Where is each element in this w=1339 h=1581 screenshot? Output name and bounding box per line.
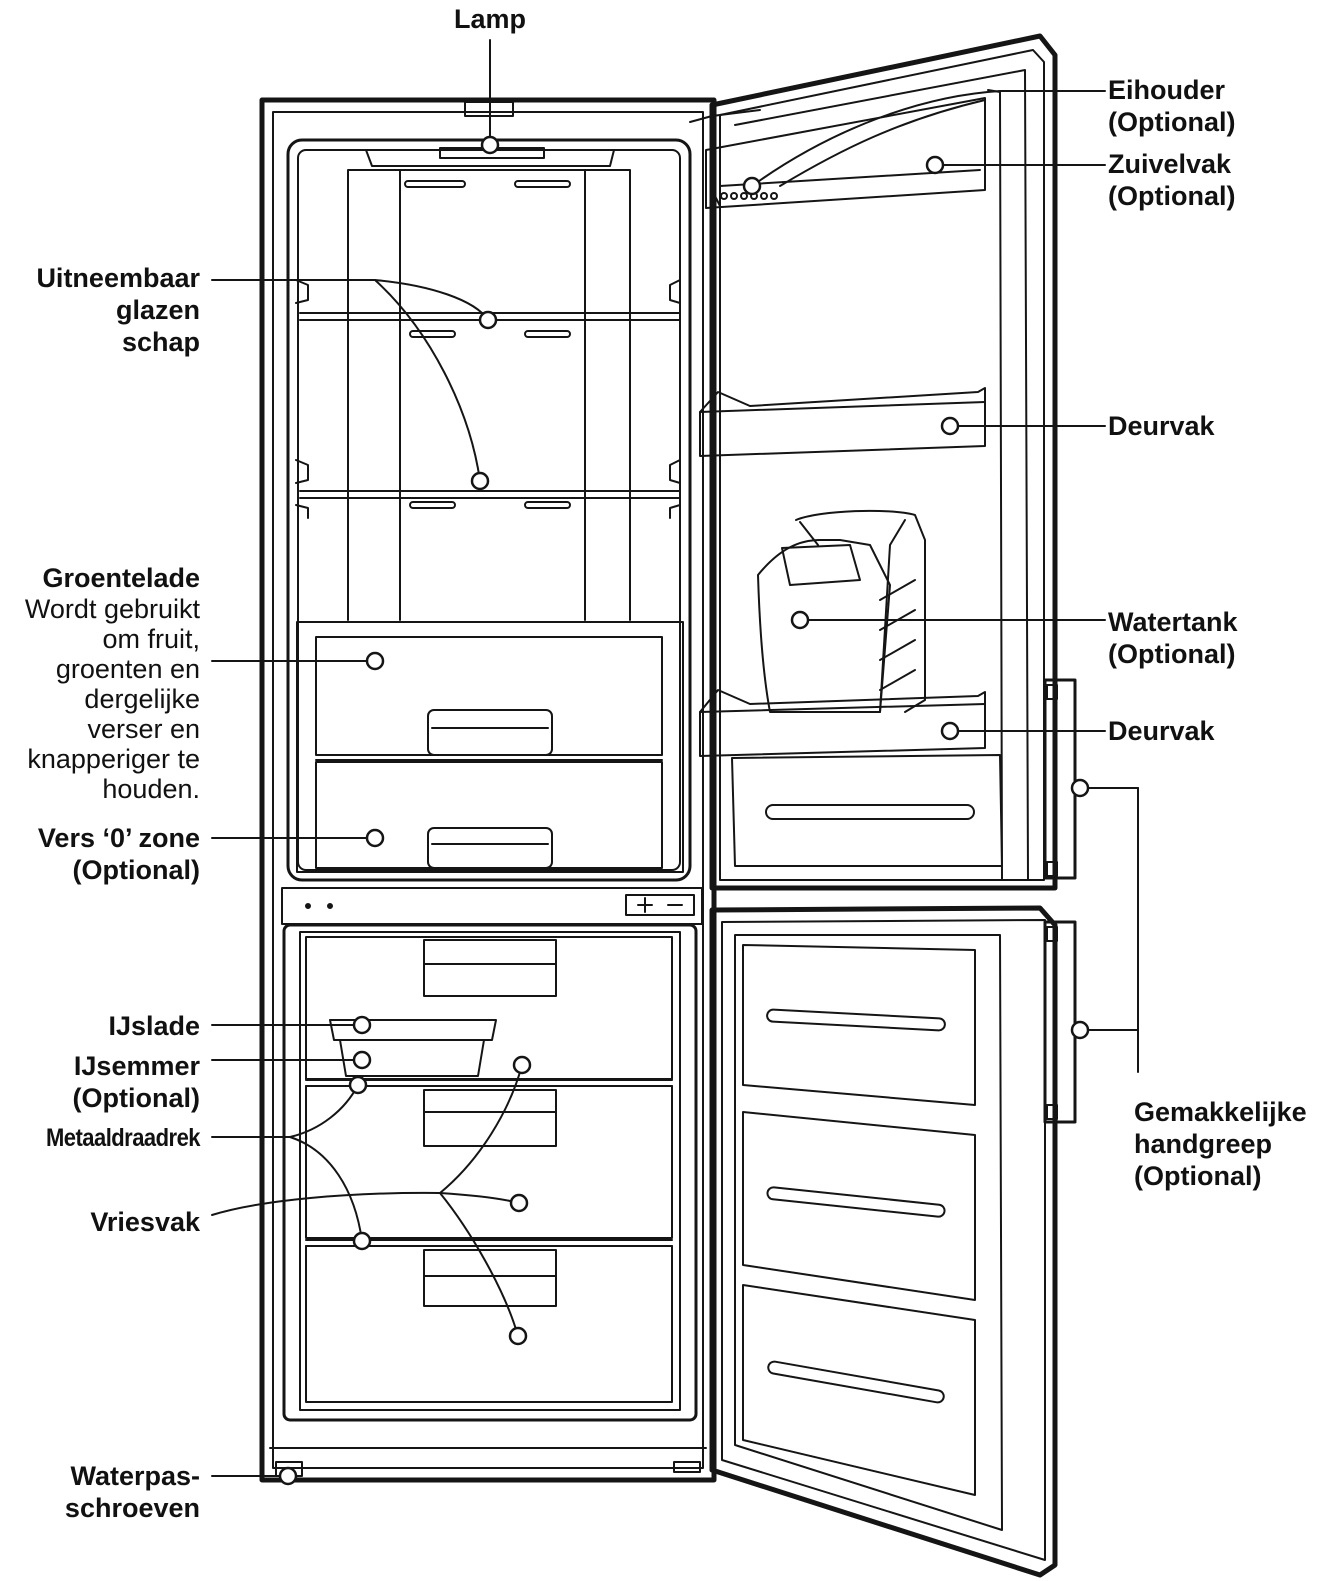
label-glass-shelf-line1: Uitneembaar	[36, 263, 200, 293]
marker-water-tank	[790, 610, 810, 630]
marker-glass-shelf-1	[478, 310, 498, 330]
label-fresh-zone-note: (Optional)	[72, 855, 200, 885]
label-crisper-desc-4: dergelijke	[84, 684, 200, 714]
label-ice-tray-text: IJslade	[108, 1011, 200, 1041]
label-handle-line3: (Optional)	[1134, 1161, 1262, 1191]
label-wire-rack-text: Metaaldraadrek	[45, 1124, 201, 1152]
marker-handle-1	[1070, 778, 1090, 798]
marker-leveling	[278, 1466, 298, 1486]
marker-freezer-2	[509, 1193, 529, 1213]
label-handle-line2: handgreep	[1134, 1129, 1273, 1159]
label-handle: Gemakkelijke handgreep (Optional)	[1134, 1096, 1307, 1192]
marker-freezer-3	[508, 1326, 528, 1346]
label-door-shelf-2-text: Deurvak	[1108, 716, 1215, 746]
label-dairy-title: Zuivelvak	[1108, 149, 1232, 179]
label-egg-holder: Eihouder (Optional)	[1108, 74, 1235, 138]
marker-ice-bucket	[352, 1050, 372, 1070]
label-crisper-desc-1: Wordt gebruikt	[24, 594, 200, 624]
label-wire-rack: Metaaldraadrek	[24, 1122, 201, 1154]
marker-glass-shelf-2	[470, 471, 490, 491]
label-crisper-desc-2: om fruit,	[102, 624, 200, 654]
label-ice-tray: IJslade	[10, 1010, 200, 1042]
label-ice-bucket: IJsemmer (Optional)	[10, 1050, 200, 1114]
marker-ice-tray	[352, 1015, 372, 1035]
label-lamp-text: Lamp	[453, 4, 526, 34]
label-glass-shelf-line2: glazen	[115, 295, 200, 325]
cabinet	[259, 97, 717, 1483]
label-ice-bucket-title: IJsemmer	[73, 1051, 200, 1081]
label-leveling: Waterpas- schroeven	[10, 1460, 200, 1524]
label-handle-line1: Gemakkelijke	[1134, 1097, 1307, 1127]
label-glass-shelf: Uitneembaar glazen schap	[10, 262, 200, 358]
label-egg-holder-note: (Optional)	[1108, 107, 1236, 137]
marker-crisper	[365, 651, 385, 671]
label-water-tank: Watertank (Optional)	[1108, 606, 1238, 670]
label-dairy-note: (Optional)	[1108, 181, 1236, 211]
label-glass-shelf-line3: schap	[121, 327, 200, 357]
label-door-shelf-1-text: Deurvak	[1108, 411, 1215, 441]
marker-door-shelf-2	[940, 721, 960, 741]
label-crisper-title: Groentelade	[42, 563, 200, 593]
label-door-shelf-2: Deurvak	[1108, 715, 1215, 747]
marker-dairy	[925, 155, 945, 175]
marker-door-shelf-1	[940, 416, 960, 436]
leader-lines	[211, 39, 1139, 1477]
label-crisper-desc-7: houden.	[102, 774, 200, 804]
label-egg-holder-title: Eihouder	[1108, 75, 1226, 105]
label-water-tank-note: (Optional)	[1108, 639, 1236, 669]
label-leveling-line2: schroeven	[64, 1493, 200, 1523]
label-dairy: Zuivelvak (Optional)	[1108, 148, 1235, 212]
freezer-door	[709, 905, 1077, 1578]
fridge-door	[689, 33, 1077, 891]
label-leveling-line1: Waterpas-	[70, 1461, 200, 1491]
label-freezer-text: Vriesvak	[90, 1207, 200, 1237]
label-ice-bucket-note: (Optional)	[72, 1083, 200, 1113]
label-crisper: Groentelade Wordt gebruikt om fruit, gro…	[0, 562, 200, 804]
label-water-tank-title: Watertank	[1108, 607, 1238, 637]
marker-fresh-zone	[365, 828, 385, 848]
label-fresh-zone: Vers ‘0’ zone (Optional)	[10, 822, 200, 886]
label-crisper-desc-6: knapperiger te	[27, 744, 200, 774]
marker-lamp	[480, 135, 500, 155]
marker-wire-rack-2	[352, 1231, 372, 1251]
marker-freezer-1	[512, 1055, 532, 1075]
label-door-shelf-1: Deurvak	[1108, 410, 1215, 442]
marker-handle-2	[1070, 1020, 1090, 1040]
label-crisper-desc-3: groenten en	[55, 654, 200, 684]
label-freezer: Vriesvak	[10, 1206, 200, 1238]
label-crisper-desc-5: verser en	[87, 714, 200, 744]
callout-markers	[278, 135, 1090, 1486]
label-lamp: Lamp	[440, 3, 540, 35]
marker-wire-rack-1	[348, 1075, 368, 1095]
label-fresh-zone-title: Vers ‘0’ zone	[37, 823, 200, 853]
marker-egg-holder	[742, 176, 762, 196]
